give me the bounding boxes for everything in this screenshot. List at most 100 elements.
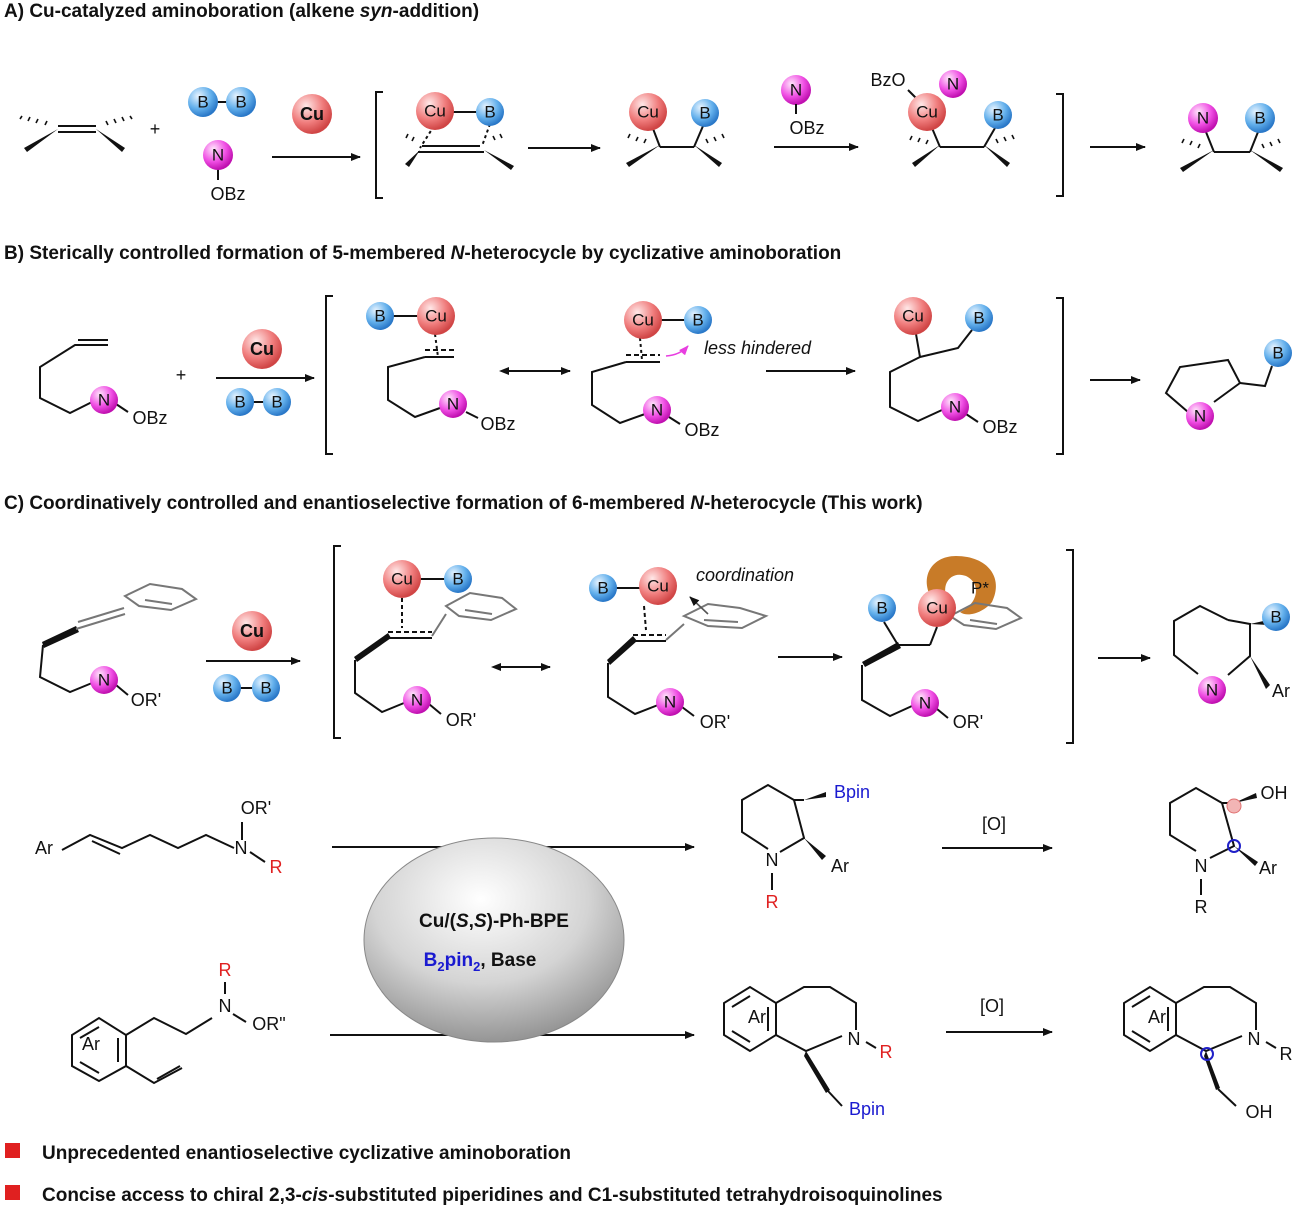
nitrogen-label: N xyxy=(949,398,961,417)
substrate-isoquinoline-route: Ar N R OR" xyxy=(71,960,286,1085)
n-label: N xyxy=(766,850,779,870)
copper-ball xyxy=(417,297,455,335)
nitrogen-label: N xyxy=(98,671,110,690)
r-label: R xyxy=(1280,1044,1293,1064)
r-label: R xyxy=(270,857,283,877)
boron-label: B xyxy=(597,579,608,598)
r-label: R xyxy=(219,960,232,980)
boron-ball xyxy=(589,574,617,602)
boron-label: B xyxy=(1270,608,1281,627)
copper-ball xyxy=(908,93,946,131)
boron-label: B xyxy=(260,679,271,698)
r-label: R xyxy=(1195,897,1208,917)
copper-label: Cu xyxy=(902,307,924,326)
bracket-right xyxy=(1056,93,1064,197)
copper-label: Cu xyxy=(240,621,264,641)
bullet-square xyxy=(5,1185,20,1200)
nitrogen-label: N xyxy=(1194,407,1206,426)
n-label: N xyxy=(1195,856,1208,876)
heading-b: B) Sterically controlled formation of 5-… xyxy=(4,243,841,264)
boron-ball xyxy=(366,302,394,330)
plus-a: + xyxy=(150,119,161,139)
nitrogen-label: N xyxy=(1206,681,1218,700)
or-label: OR' xyxy=(241,798,271,818)
ar-label: Ar xyxy=(1259,858,1277,878)
boron-label: B xyxy=(973,309,984,328)
catalyst-line1: Cu/(S,S)-Ph-BPE xyxy=(419,911,569,932)
ar-label: Ar xyxy=(1148,1007,1166,1027)
r-label: R xyxy=(766,892,779,912)
copper-ball xyxy=(383,560,421,598)
intermediate-b1: B Cu N OBz xyxy=(366,297,516,434)
intermediate-c2: B Cu N OR' coordination xyxy=(589,565,794,732)
boron-label: B xyxy=(699,104,710,123)
boron-ball xyxy=(1264,339,1292,367)
bracket-right xyxy=(1056,297,1064,455)
copper-label: Cu xyxy=(632,311,654,330)
nitrogen-ball xyxy=(1186,402,1214,430)
highlight-1: Unprecedented enantioselective cyclizati… xyxy=(42,1143,571,1164)
copper-label: Cu xyxy=(391,570,413,589)
copper-label: Cu xyxy=(647,577,669,596)
intermediate-a3: BzO Cu N B xyxy=(870,70,1015,167)
phosphine-label: P* xyxy=(971,579,989,598)
copper-label: Cu xyxy=(300,104,324,124)
boron-ball xyxy=(252,674,280,702)
nitrogen-label: N xyxy=(98,391,110,410)
section-a: + B B N OBz Cu xyxy=(19,70,1283,204)
amine-electrophile-a: N OBz xyxy=(203,140,246,204)
intermediate-b2: Cu B N OBz less hindered xyxy=(591,301,812,440)
boron-label: B xyxy=(1272,344,1283,363)
nitrogen-label: N xyxy=(1197,109,1209,128)
copper-label: Cu xyxy=(425,307,447,326)
boron-label: B xyxy=(374,307,385,326)
product-c: N B Ar xyxy=(1173,603,1290,704)
catalyst-line2: B2pin2, Base xyxy=(424,950,537,974)
boron-label: B xyxy=(484,103,495,122)
ar-label: Ar xyxy=(35,838,53,858)
nitrogen-ball xyxy=(439,390,467,418)
substrate-b: N OBz xyxy=(39,339,168,428)
copper-ball xyxy=(629,93,667,131)
oh-label: OH xyxy=(1261,783,1288,803)
copper-label: Cu xyxy=(424,102,446,121)
highlights: Unprecedented enantioselective cyclizati… xyxy=(5,1143,943,1206)
n-label: N xyxy=(235,838,248,858)
product-thiq-bpin: Ar N R Bpin xyxy=(723,985,893,1119)
boron-label: B xyxy=(271,393,282,412)
boron-ball xyxy=(263,388,291,416)
nitrogen-ball xyxy=(941,393,969,421)
nitrogen-ball xyxy=(643,396,671,424)
nitrogen-ball xyxy=(1188,103,1218,133)
substrate-c: N OR' xyxy=(38,582,199,710)
obz-label: OBz xyxy=(480,414,515,434)
copper-ball xyxy=(232,611,272,651)
nitrogen-ball xyxy=(1198,676,1226,704)
product-b: N B xyxy=(1164,339,1292,430)
boron-label: B xyxy=(234,393,245,412)
intermediate-a1: Cu B xyxy=(405,92,514,170)
boron-label: B xyxy=(692,311,703,330)
highlight-2: Concise access to chiral 2,3-cis-substit… xyxy=(42,1185,943,1206)
alkene-a xyxy=(19,115,133,152)
boron-ball xyxy=(1262,603,1290,631)
or-label: OR' xyxy=(953,712,983,732)
obz-label: OBz xyxy=(132,408,167,428)
boron-label: B xyxy=(452,570,463,589)
boron-ball xyxy=(226,388,254,416)
or-label: OR" xyxy=(252,1014,285,1034)
product-a: N B xyxy=(1180,103,1283,172)
nitrogen-ball xyxy=(781,75,811,105)
oh-label: OH xyxy=(1246,1102,1273,1122)
boron-ball xyxy=(965,304,993,332)
nitrogen-label: N xyxy=(212,146,224,165)
intermediate-c1: Cu B N OR' xyxy=(354,560,518,730)
boron-label: B xyxy=(992,106,1003,125)
bracket-left xyxy=(333,545,341,739)
copper-ball xyxy=(292,94,332,134)
nitrogen-label: N xyxy=(790,81,802,100)
boron-ball xyxy=(213,674,241,702)
nitrogen-label: N xyxy=(947,75,959,94)
nitrogen-label: N xyxy=(651,401,663,420)
